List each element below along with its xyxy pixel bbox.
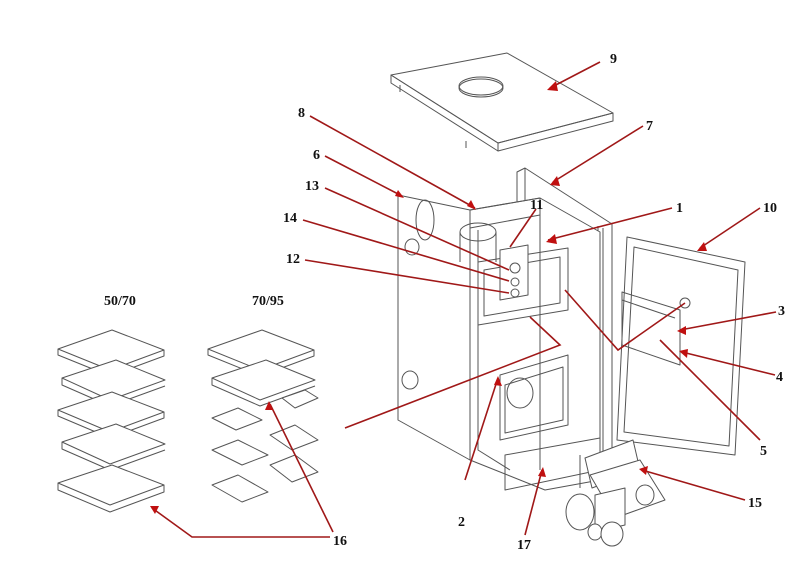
leader-16a xyxy=(151,507,330,538)
callout-6: 6 xyxy=(313,148,320,163)
callout-11: 11 xyxy=(530,198,543,213)
burner-part xyxy=(565,439,666,547)
leader-10 xyxy=(699,207,761,249)
leader-6 xyxy=(324,155,403,197)
top-cover-part xyxy=(390,52,614,152)
callout-8: 8 xyxy=(298,106,305,121)
main-body-part xyxy=(397,194,601,491)
callout-10: 10 xyxy=(763,201,777,216)
leader-7 xyxy=(552,125,644,183)
leader-13 xyxy=(324,187,510,271)
baffle-stack-70-95 xyxy=(207,329,319,503)
leader-14 xyxy=(302,219,510,282)
leader-17 xyxy=(524,469,543,536)
callout-12: 12 xyxy=(286,252,300,267)
door-part xyxy=(616,236,746,456)
leader-12 xyxy=(304,259,510,294)
variant-label-50-70: 50/70 xyxy=(104,294,136,309)
callout-17: 17 xyxy=(517,538,531,553)
variant-label-70-95: 70/95 xyxy=(252,294,284,309)
callout-16: 16 xyxy=(333,534,347,549)
leader-5b xyxy=(564,289,686,352)
leader-11 xyxy=(509,208,537,248)
leader-16b xyxy=(269,403,334,533)
leader-1 xyxy=(547,207,673,241)
leader-16-pointer xyxy=(344,316,562,429)
leader-3 xyxy=(679,311,777,331)
callout-3: 3 xyxy=(778,304,785,319)
callout-2: 2 xyxy=(458,515,465,530)
callout-13: 13 xyxy=(305,179,319,194)
arrowheads xyxy=(150,81,707,514)
callout-14: 14 xyxy=(283,211,297,226)
leader-8 xyxy=(309,115,476,209)
callout-1: 1 xyxy=(676,201,683,216)
leader-5 xyxy=(659,339,761,441)
leader-15 xyxy=(641,469,746,501)
callout-4: 4 xyxy=(776,370,783,385)
leader-lines xyxy=(151,61,777,538)
leader-2 xyxy=(464,377,499,481)
leader-4 xyxy=(681,351,776,376)
callout-9: 9 xyxy=(610,52,617,67)
callout-15: 15 xyxy=(748,496,762,511)
callout-labels: 9 7 8 6 13 14 12 11 1 10 3 4 5 15 2 17 1… xyxy=(283,52,785,553)
callout-7: 7 xyxy=(646,119,653,134)
leader-9 xyxy=(549,61,601,89)
callout-5: 5 xyxy=(760,444,767,459)
baffle-stack-50-70 xyxy=(57,329,166,513)
